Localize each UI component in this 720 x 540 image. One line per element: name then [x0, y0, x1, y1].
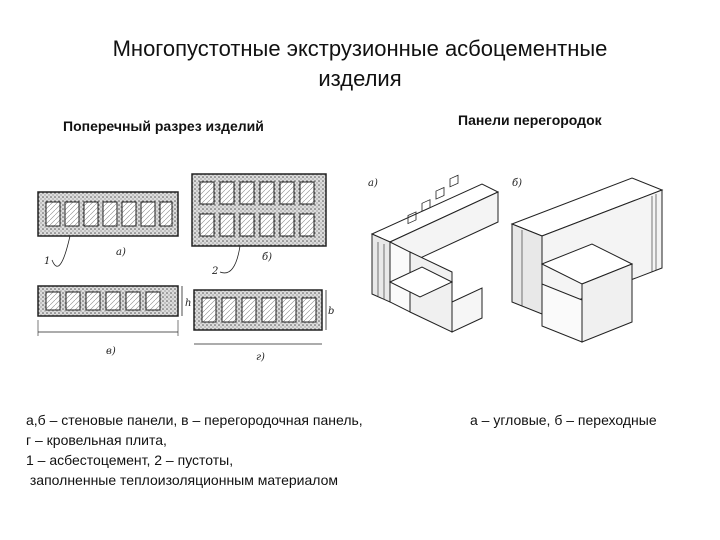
label-a: а) [116, 247, 126, 258]
label-g: г) [256, 352, 265, 363]
slide-title: Многопустотные экструзионные асбоцементн… [60, 34, 660, 94]
title-line-2: изделия [318, 66, 402, 91]
label-one: 1 [44, 256, 50, 267]
label-corner-a: а) [368, 178, 378, 189]
panel-g-section [193, 289, 327, 345]
label-b: б) [262, 252, 272, 263]
corner-panel-a [370, 174, 500, 333]
partition-panels-heading: Панели перегородок [458, 112, 602, 128]
cross-section-caption: а,б – стеновые панели, в – перегородочна… [26, 410, 446, 490]
cross-section-heading: Поперечный разрез изделий [63, 118, 264, 134]
title-line-1: Многопустотные экструзионные асбоцементн… [112, 36, 608, 61]
caption-line-1: а,б – стеновые панели, в – перегородочна… [26, 412, 363, 428]
partition-panels-figure: а) б) [368, 174, 664, 343]
label-b-dim: b [328, 306, 334, 317]
panel-a-section [37, 191, 179, 237]
corner-panel-b [510, 177, 664, 343]
partition-panels-caption: а – угловые, б – переходные [470, 412, 657, 428]
panel-v-section [37, 285, 183, 336]
label-v: в) [106, 346, 116, 357]
panel-b-section [191, 173, 327, 247]
caption-line-2: г – кровельная плита, [26, 432, 167, 448]
label-h: h [185, 298, 191, 309]
label-two: 2 [211, 266, 218, 277]
cross-section-figure: а) б) 1 2 [37, 173, 334, 363]
caption-line-3: 1 – асбестоцемент, 2 – пустоты, [26, 452, 234, 468]
label-corner-b: б) [512, 178, 522, 189]
caption-line-4: заполненные теплоизоляционным материалом [26, 472, 339, 488]
